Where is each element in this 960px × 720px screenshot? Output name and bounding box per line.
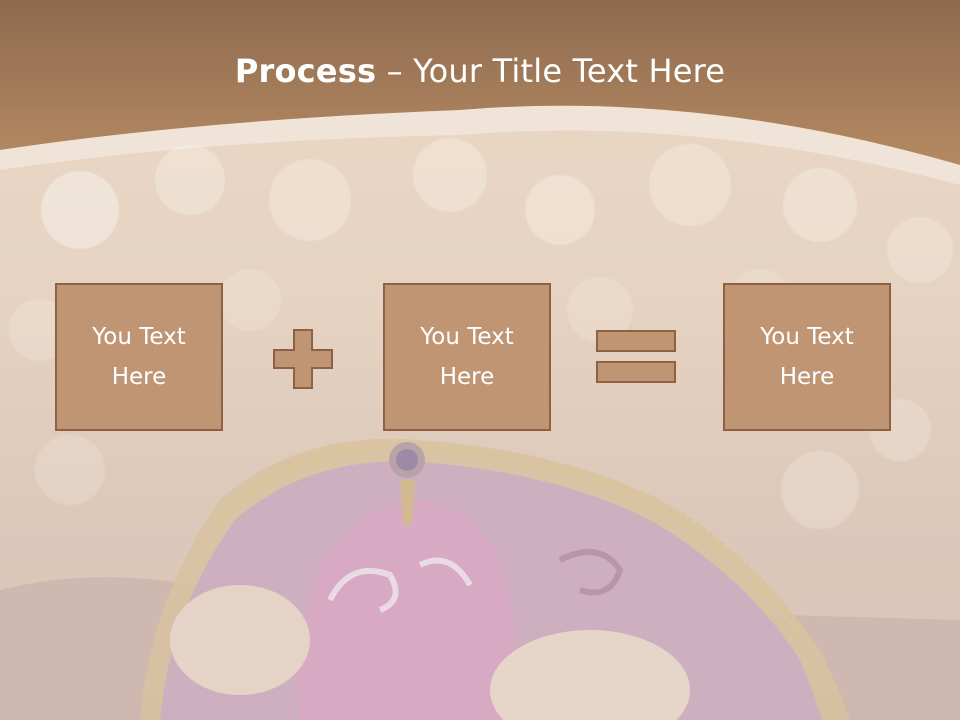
page-title: Process – Your Title Text Here <box>0 52 960 90</box>
equals-icon <box>596 330 676 383</box>
process-box-1[interactable]: You Text Here <box>55 283 223 431</box>
title-dash: – <box>376 52 414 90</box>
header-band <box>0 0 960 185</box>
plus-icon <box>273 329 333 389</box>
process-box-3[interactable]: You Text Here <box>723 283 891 431</box>
title-text: Your Title Text Here <box>413 52 726 90</box>
title-bold: Process <box>234 52 377 90</box>
process-box-2[interactable]: You Text Here <box>383 283 551 431</box>
